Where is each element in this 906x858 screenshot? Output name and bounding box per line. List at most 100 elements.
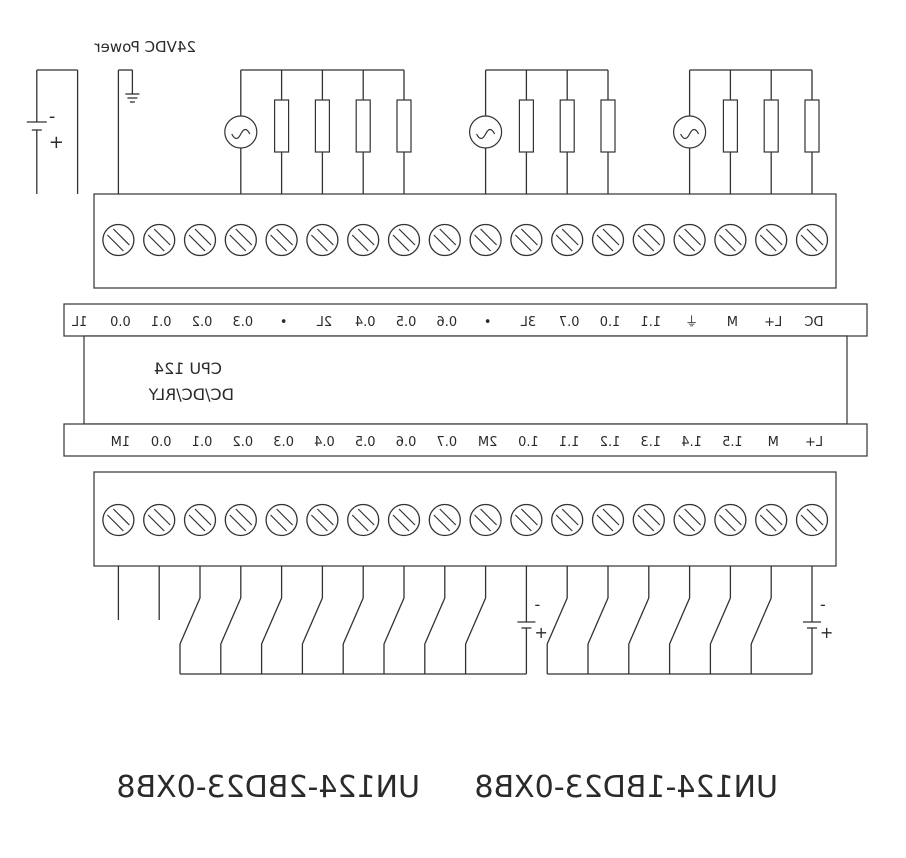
screw-head: [755, 223, 788, 257]
screw-slot: [514, 234, 532, 252]
lamp-circle: [224, 115, 258, 149]
load-resistor: [763, 70, 779, 194]
screw-slot: [765, 228, 783, 246]
screw-slot: [561, 508, 579, 526]
top-terminal-block: [93, 193, 837, 289]
terminal-label: 1.3: [640, 435, 661, 450]
screw-slot: [276, 228, 294, 246]
switch-contact: [465, 597, 487, 645]
terminal-screw: [551, 223, 584, 257]
screw-head: [510, 503, 543, 537]
terminal-label: 2M: [478, 435, 498, 450]
screw-slot: [112, 228, 130, 246]
screw-head: [428, 503, 461, 537]
terminal-label: 0.2: [232, 435, 253, 450]
terminal-label: M: [768, 435, 779, 450]
screw-slot: [806, 508, 824, 526]
terminal-label: 0.2: [192, 315, 213, 330]
terminal-screw: [143, 223, 176, 257]
terminal-screw: [347, 503, 380, 537]
terminal-label: ⏚: [685, 315, 698, 330]
terminal-screw: [795, 223, 829, 257]
screw-head: [591, 223, 625, 257]
screw-slot: [433, 234, 451, 252]
screw-slot: [800, 234, 818, 252]
screw-slot: [439, 508, 457, 526]
terminal-screw: [714, 503, 747, 537]
screw-slot: [480, 508, 498, 526]
terminal-label: L+: [764, 315, 782, 330]
terminal-label: M: [727, 315, 738, 330]
screw-slot: [270, 234, 288, 252]
screw-slot: [724, 508, 742, 526]
switch-contact: [383, 597, 405, 645]
input-switch-icon: [424, 566, 446, 674]
screw-slot: [480, 228, 498, 246]
terminal-label: 1.0: [518, 435, 539, 450]
terminal-label: 0.5: [396, 315, 417, 330]
input-switch-icon: [220, 566, 242, 674]
screw-slot: [596, 234, 614, 252]
switch-contact: [587, 597, 609, 645]
screw-slot: [596, 514, 614, 532]
terminal-label: 2L: [316, 315, 332, 330]
terminal-label: 1L: [71, 315, 87, 330]
screw-slot: [112, 508, 130, 526]
terminal-screw: [428, 223, 461, 257]
screw-slot: [520, 228, 538, 246]
input-switch-icon: [260, 566, 283, 674]
screw-slot: [514, 514, 532, 532]
screw-head: [591, 503, 625, 537]
screw-head: [673, 223, 706, 257]
lamp-circle: [673, 115, 707, 149]
switch-contact: [628, 597, 650, 645]
terminal-screw: [673, 503, 706, 537]
screw-slot: [194, 228, 212, 246]
screw-slot: [602, 228, 620, 246]
terminal-label: 1.1: [559, 435, 580, 450]
terminal-screw: [755, 503, 788, 537]
screw-slot: [759, 514, 777, 532]
input-switch-icon: [587, 566, 609, 674]
terminal-label: DC: [804, 315, 823, 330]
screw-head: [306, 223, 339, 257]
load-resistor: [600, 70, 616, 194]
screw-slot: [806, 228, 824, 246]
load-resistor: [518, 70, 534, 194]
minus-sign: -: [534, 595, 540, 614]
top-label-strip: [63, 303, 868, 337]
lamp-icon: [673, 70, 707, 194]
terminal-label: 1.4: [681, 435, 702, 450]
screw-slot: [637, 234, 655, 252]
screw-head: [143, 223, 176, 257]
input-supply: -+: [517, 566, 548, 674]
screw-slot: [643, 508, 661, 526]
screw-slot: [684, 508, 702, 526]
screw-head: [632, 503, 665, 537]
terminal-screw: [714, 223, 747, 257]
resistor-body: [763, 99, 779, 153]
lamp-circle: [469, 115, 503, 149]
terminal-screw: [224, 503, 257, 537]
screw-head: [183, 503, 217, 537]
terminal-screw: [306, 503, 339, 537]
screw-head: [551, 223, 584, 257]
load-resistor: [804, 70, 820, 194]
model-number-left: UN124-2BD23-0XB8: [116, 770, 420, 805]
screw-head: [673, 503, 706, 537]
resistor-body: [518, 99, 534, 153]
screw-slot: [678, 234, 696, 252]
terminal-label: 1.1: [640, 315, 661, 330]
power-supply: -+: [26, 69, 79, 194]
screw-slot: [316, 228, 334, 246]
terminal-label: 0.3: [273, 435, 294, 450]
terminal-label: 0.4: [314, 435, 335, 450]
terminal-screw: [183, 223, 217, 257]
lamp-wave: [476, 128, 496, 140]
screw-head: [469, 503, 502, 537]
terminal-screw: [632, 223, 665, 257]
input-switch-icon: [301, 566, 324, 674]
switch-contact: [424, 597, 446, 645]
load-resistor: [396, 70, 412, 194]
